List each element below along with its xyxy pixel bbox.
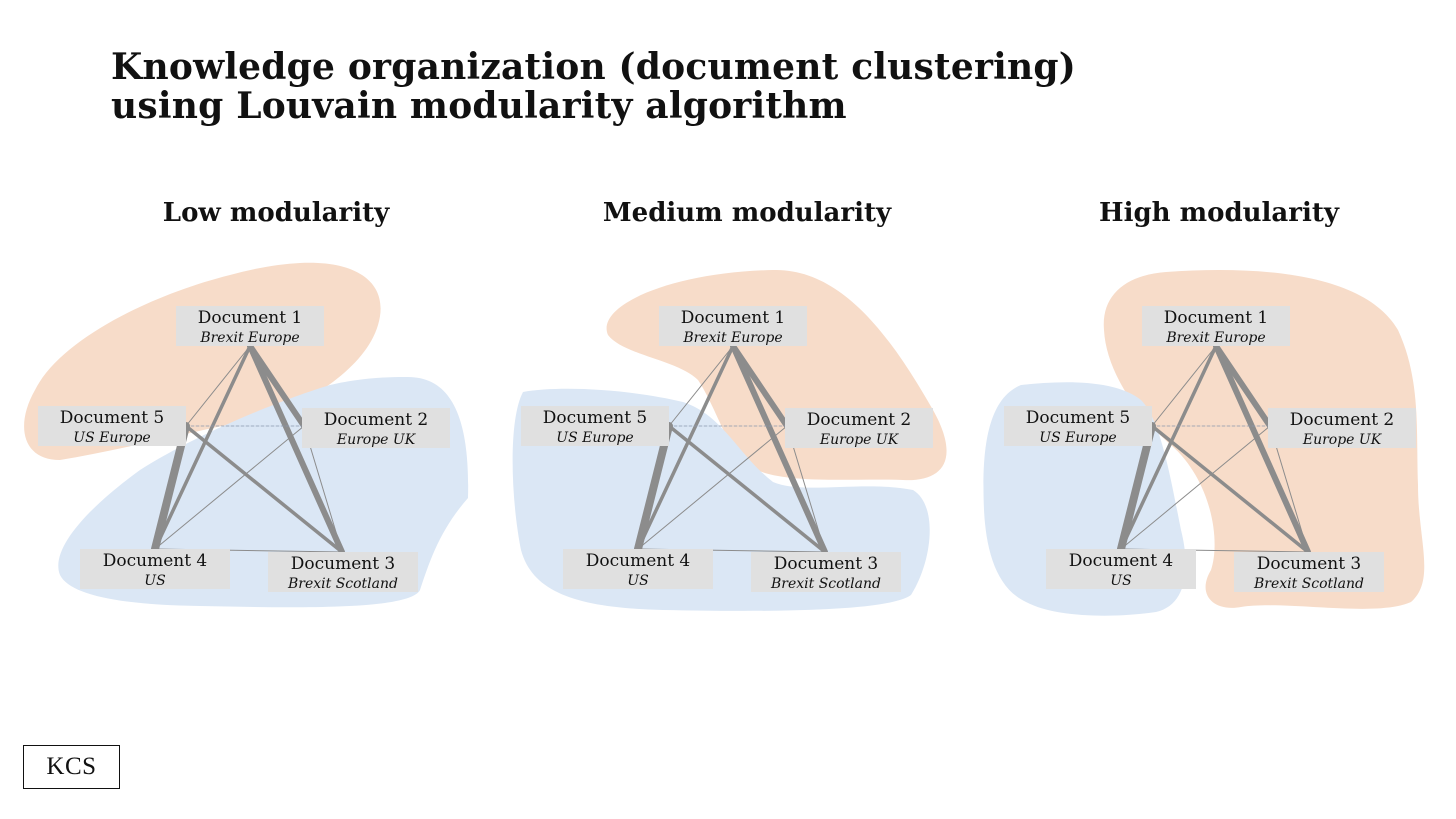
edge-doc1-doc5	[668, 345, 734, 427]
kcs-logo: KCS	[23, 745, 120, 789]
slide-title-line1: Knowledge organization (document cluster…	[111, 46, 1076, 88]
node-name: Document 3	[774, 554, 879, 574]
node-doc3: Document 3 Brexit Scotland	[268, 552, 418, 592]
node-topics: US Europe	[1039, 430, 1116, 446]
node-name: Document 3	[291, 554, 396, 574]
panel-title-high: High modularity	[1099, 198, 1339, 228]
node-box	[302, 408, 450, 448]
edge-doc2-doc4	[637, 425, 788, 550]
node-box	[268, 552, 418, 592]
node-topics: Brexit Europe	[199, 330, 299, 346]
node-box	[1234, 552, 1384, 592]
node-box	[751, 552, 901, 592]
edge-doc2-doc4	[1120, 425, 1271, 550]
edge-doc3-doc5	[184, 424, 344, 554]
node-name: Document 4	[586, 551, 691, 571]
slide-title: Knowledge organization (document cluster…	[111, 48, 1076, 126]
panel-title-medium: Medium modularity	[602, 198, 892, 228]
node-name: Document 4	[1069, 551, 1174, 571]
node-box	[563, 549, 713, 589]
node-doc2: Document 2 Europe UK	[785, 408, 933, 448]
node-box	[659, 306, 807, 346]
node-box	[1142, 306, 1290, 346]
node-topics: Europe UK	[336, 432, 417, 448]
node-topics: US	[627, 573, 648, 589]
edge-doc1-doc5	[1151, 345, 1217, 427]
node-doc3: Document 3 Brexit Scotland	[1234, 552, 1384, 592]
edge-doc4-doc5	[151, 422, 190, 553]
node-topics: Brexit Scotland	[287, 576, 398, 592]
node-name: Document 5	[1026, 408, 1131, 428]
node-name: Document 3	[1257, 554, 1362, 574]
node-doc2: Document 2 Europe UK	[1268, 408, 1416, 448]
node-doc4: Document 4 US	[563, 549, 713, 589]
node-doc1: Document 1 Brexit Europe	[659, 306, 807, 346]
node-topics: Brexit Europe	[682, 330, 782, 346]
node-box	[521, 406, 669, 446]
node-name: Document 4	[103, 551, 208, 571]
edge-doc1-doc5	[185, 345, 251, 427]
node-name: Document 5	[543, 408, 648, 428]
edge-doc4-doc5	[1117, 422, 1156, 553]
edge-doc1-doc3	[247, 343, 345, 555]
edge-doc3-doc5	[667, 424, 827, 554]
node-topics: US	[144, 573, 165, 589]
edge-doc1-doc4	[1119, 344, 1218, 551]
node-topics: Brexit Scotland	[770, 576, 881, 592]
node-doc1: Document 1 Brexit Europe	[176, 306, 324, 346]
edge-doc1-doc3	[730, 343, 828, 555]
edge-doc2-doc4	[154, 425, 305, 550]
node-doc5: Document 5 US Europe	[521, 406, 669, 446]
node-name: Document 2	[1290, 410, 1395, 430]
node-doc5: Document 5 US Europe	[38, 406, 186, 446]
node-box	[785, 408, 933, 448]
node-name: Document 1	[681, 308, 786, 328]
node-doc2: Document 2 Europe UK	[302, 408, 450, 448]
node-doc5: Document 5 US Europe	[1004, 406, 1152, 446]
node-name: Document 2	[807, 410, 912, 430]
node-name: Document 1	[1164, 308, 1269, 328]
node-topics: US	[1110, 573, 1131, 589]
edge-doc4-doc5	[634, 422, 673, 553]
node-doc1: Document 1 Brexit Europe	[1142, 306, 1290, 346]
node-name: Document 5	[60, 408, 165, 428]
node-topics: US Europe	[556, 430, 633, 446]
node-doc4: Document 4 US	[1046, 549, 1196, 589]
node-box	[1268, 408, 1416, 448]
edge-doc1-doc3	[1213, 343, 1311, 555]
panel-title-low: Low modularity	[162, 198, 390, 228]
node-topics: Europe UK	[1302, 432, 1383, 448]
node-box	[38, 406, 186, 446]
cluster-region-orange	[1103, 270, 1425, 609]
node-doc4: Document 4 US	[80, 549, 230, 589]
node-box	[1046, 549, 1196, 589]
slide-title-line2: using Louvain modularity algorithm	[111, 85, 847, 127]
node-name: Document 1	[198, 308, 303, 328]
node-topics: US Europe	[73, 430, 150, 446]
node-box	[80, 549, 230, 589]
edge-doc3-doc5	[1150, 424, 1310, 554]
node-topics: Brexit Europe	[1165, 330, 1265, 346]
network-edges	[151, 343, 345, 555]
node-box	[176, 306, 324, 346]
node-box	[1004, 406, 1152, 446]
node-topics: Brexit Scotland	[1253, 576, 1364, 592]
node-name: Document 2	[324, 410, 429, 430]
edge-doc1-doc4	[153, 344, 252, 551]
edge-doc1-doc4	[636, 344, 735, 551]
node-topics: Europe UK	[819, 432, 900, 448]
node-doc3: Document 3 Brexit Scotland	[751, 552, 901, 592]
